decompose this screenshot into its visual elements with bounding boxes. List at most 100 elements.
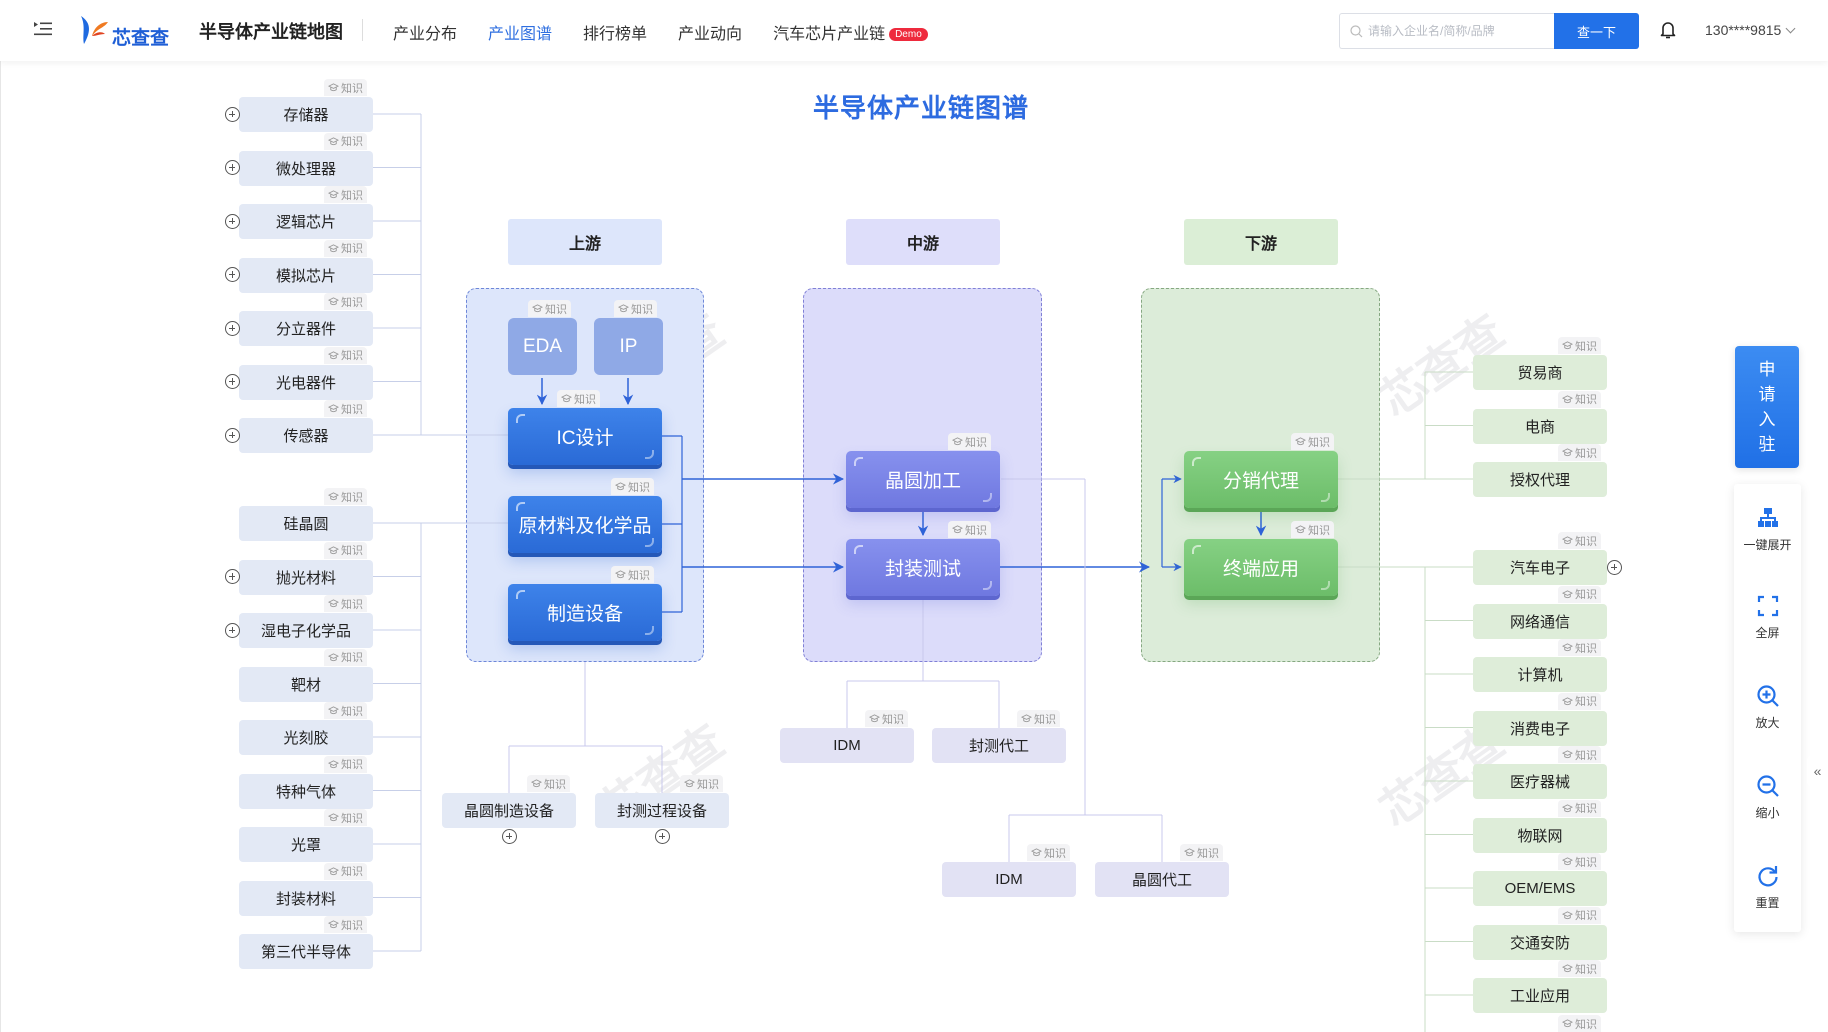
knowledge-tag[interactable]: 知识	[1558, 337, 1601, 354]
node-material-child[interactable]: 靶材	[239, 666, 373, 702]
node-ic-child[interactable]: 传感器	[239, 418, 373, 453]
expand-plus-icon[interactable]	[224, 427, 240, 443]
knowledge-tag[interactable]: 知识	[611, 478, 654, 495]
logo[interactable]: 芯查查	[78, 14, 174, 49]
knowledge-tag[interactable]: 知识	[1558, 906, 1601, 924]
knowledge-tag[interactable]: 知识	[1558, 692, 1601, 710]
knowledge-tag[interactable]: 知识	[1180, 844, 1223, 861]
expand-plus-icon[interactable]	[224, 374, 240, 389]
node-wafer-child[interactable]: 晶圆代工	[1095, 862, 1229, 897]
zoom-in-button[interactable]: 放大	[1734, 684, 1801, 731]
expand-plus-icon[interactable]	[224, 267, 240, 282]
knowledge-tag[interactable]: 知识	[324, 400, 367, 417]
node-terminal-child[interactable]: 工业应用	[1473, 978, 1607, 1013]
node-distribution-child[interactable]: 贸易商	[1473, 355, 1607, 390]
knowledge-tag[interactable]: 知识	[1558, 444, 1601, 461]
node-material-child[interactable]: 第三代半导体	[239, 934, 373, 969]
node-ic-child[interactable]: 模拟芯片	[239, 257, 373, 293]
node-terminal-child[interactable]: 计算机	[1473, 657, 1607, 692]
node-ic-child[interactable]: 微处理器	[239, 150, 373, 186]
node-material-child[interactable]: 光罩	[239, 827, 373, 862]
knowledge-tag[interactable]: 知识	[324, 862, 367, 880]
node-ic-child[interactable]: 光电器件	[239, 364, 373, 400]
knowledge-tag[interactable]: 知识	[324, 541, 367, 559]
node-eda[interactable]: EDA	[508, 318, 577, 375]
menu-toggle-icon[interactable]	[33, 20, 53, 38]
node-material-child[interactable]: 抛光材料	[239, 559, 373, 595]
node-materials[interactable]: 原材料及化学品	[508, 496, 662, 553]
knowledge-tag[interactable]: 知识	[1558, 960, 1601, 977]
knowledge-tag[interactable]: 知识	[528, 300, 571, 317]
knowledge-tag[interactable]: 知识	[324, 648, 367, 666]
node-material-child[interactable]: 硅晶圆	[239, 506, 373, 541]
search-input[interactable]	[1368, 14, 1552, 48]
expand-all-button[interactable]: 一键展开	[1734, 506, 1801, 553]
reset-button[interactable]: 重置	[1734, 864, 1801, 911]
node-material-child[interactable]: 湿电子化学品	[239, 613, 373, 648]
node-ic-child[interactable]: 逻辑芯片	[239, 204, 373, 239]
diagram-canvas[interactable]: 半导体产业链图谱 芯查查 芯查查 芯查查 芯查查 上游 中游 下游 存储器知识微…	[0, 61, 1828, 1032]
node-packaging-child[interactable]: 封测代工	[932, 728, 1066, 763]
knowledge-tag[interactable]: 知识	[611, 566, 654, 583]
node-equipment-child[interactable]: 封测过程设备	[595, 793, 729, 828]
knowledge-tag[interactable]: 知识	[324, 132, 367, 150]
knowledge-tag[interactable]: 知识	[948, 433, 991, 450]
knowledge-tag[interactable]: 知识	[948, 521, 991, 538]
node-packaging-child[interactable]: IDM	[780, 728, 914, 763]
knowledge-tag[interactable]: 知识	[324, 809, 367, 826]
knowledge-tag[interactable]: 知识	[527, 775, 570, 792]
knowledge-tag[interactable]: 知识	[1558, 853, 1601, 870]
apply-join-button[interactable]: 申请入驻	[1735, 346, 1799, 468]
expand-plus-icon[interactable]	[224, 320, 240, 336]
knowledge-tag[interactable]: 知识	[1558, 746, 1601, 763]
knowledge-tag[interactable]: 知识	[324, 293, 367, 310]
bell-icon[interactable]	[1659, 20, 1677, 40]
node-terminal-child[interactable]: 医疗器械	[1473, 764, 1607, 799]
node-terminal-application[interactable]: 终端应用	[1184, 539, 1338, 596]
node-terminal-child[interactable]: 物联网	[1473, 817, 1607, 853]
node-wafer-processing[interactable]: 晶圆加工	[846, 451, 1000, 508]
nav-item-industry-map[interactable]: 产业图谱	[488, 26, 553, 43]
knowledge-tag[interactable]: 知识	[865, 710, 908, 727]
node-terminal-child[interactable]: 汽车电子	[1473, 550, 1607, 585]
node-terminal-child[interactable]: OEM/EMS	[1473, 871, 1607, 906]
expand-plus-icon[interactable]	[224, 622, 240, 638]
knowledge-tag[interactable]: 知识	[680, 775, 723, 792]
knowledge-tag[interactable]: 知识	[557, 390, 600, 407]
knowledge-tag[interactable]: 知识	[1017, 710, 1060, 727]
expand-plus-icon[interactable]	[224, 160, 240, 175]
expand-plus-icon[interactable]	[224, 569, 240, 584]
knowledge-tag[interactable]: 知识	[324, 239, 367, 257]
zoom-out-button[interactable]: 缩小	[1734, 774, 1801, 821]
knowledge-tag[interactable]: 知识	[324, 346, 367, 364]
nav-item-industry-news[interactable]: 产业动向	[678, 26, 743, 43]
node-equipment[interactable]: 制造设备	[508, 584, 662, 641]
fullscreen-button[interactable]: 全屏	[1734, 594, 1801, 641]
knowledge-tag[interactable]: 知识	[1291, 521, 1334, 538]
knowledge-tag[interactable]: 知识	[324, 488, 367, 505]
knowledge-tag[interactable]: 知识	[324, 595, 367, 612]
nav-item-rankings[interactable]: 排行榜单	[583, 26, 648, 43]
knowledge-tag[interactable]: 知识	[324, 755, 367, 773]
collapse-panel-button[interactable]: «	[1807, 756, 1828, 786]
knowledge-tag[interactable]: 知识	[324, 702, 367, 719]
node-packaging-testing[interactable]: 封装测试	[846, 539, 1000, 596]
node-material-child[interactable]: 光刻胶	[239, 720, 373, 755]
expand-plus-icon[interactable]	[224, 213, 240, 229]
knowledge-tag[interactable]: 知识	[1027, 844, 1070, 861]
knowledge-tag[interactable]: 知识	[1558, 585, 1601, 603]
node-material-child[interactable]: 封装材料	[239, 880, 373, 916]
knowledge-tag[interactable]: 知识	[1558, 532, 1601, 549]
node-material-child[interactable]: 特种气体	[239, 773, 373, 809]
node-ic-child[interactable]: 分立器件	[239, 311, 373, 346]
node-distribution-child[interactable]: 授权代理	[1473, 462, 1607, 497]
expand-plus-icon[interactable]	[654, 828, 670, 844]
node-terminal-child[interactable]: 网络通信	[1473, 603, 1607, 639]
knowledge-tag[interactable]: 知识	[324, 916, 367, 933]
node-distribution[interactable]: 分销代理	[1184, 451, 1338, 508]
node-terminal-child[interactable]: 消费电子	[1473, 710, 1607, 746]
node-ip[interactable]: IP	[594, 318, 663, 375]
knowledge-tag[interactable]: 知识	[1558, 390, 1601, 408]
node-terminal-child[interactable]: 交通安防	[1473, 924, 1607, 960]
